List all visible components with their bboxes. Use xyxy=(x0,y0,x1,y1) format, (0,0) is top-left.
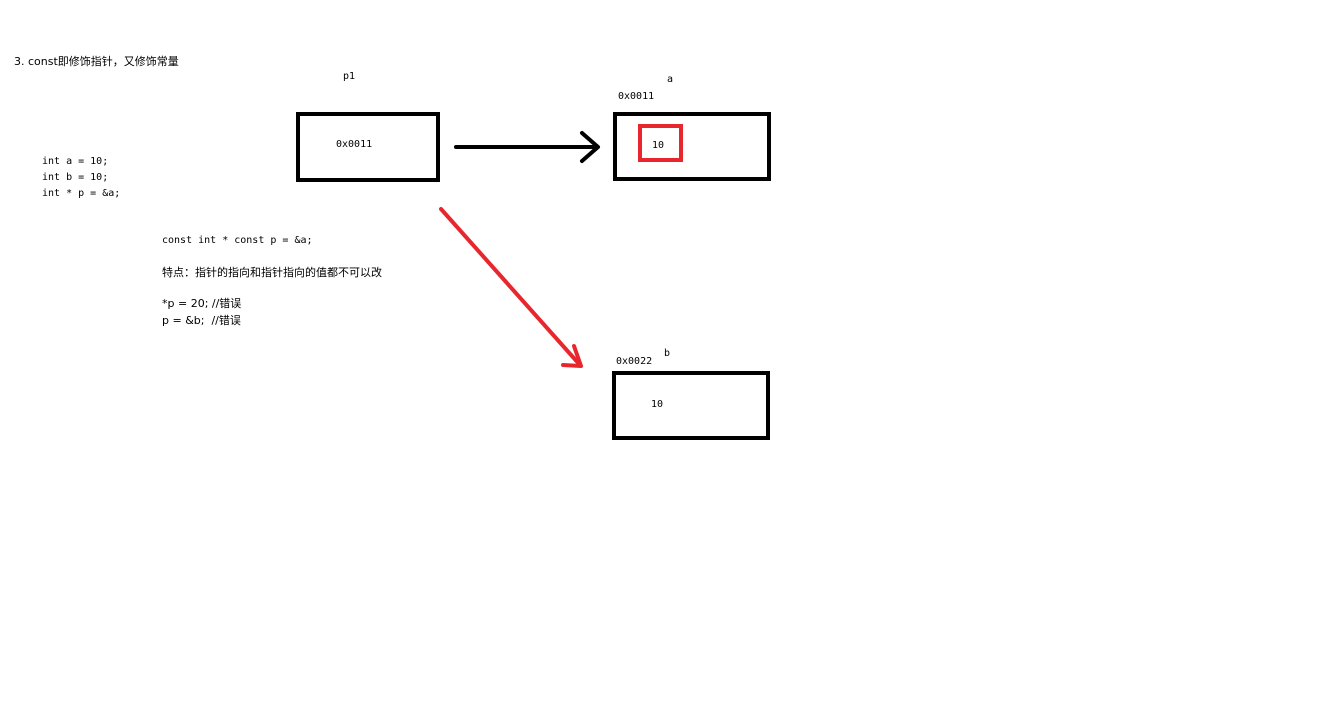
pointer-box xyxy=(296,112,440,182)
box-b-address: 0x0022 xyxy=(616,356,653,367)
error-line-1: *p = 20; //错误 xyxy=(162,297,242,310)
box-b-name-label: b xyxy=(664,348,671,359)
box-a-value: 10 xyxy=(652,140,665,151)
section-heading: 3. const即修饰指针，又修饰常量 xyxy=(14,55,179,68)
declaration-p: int * p = &a; xyxy=(42,188,121,199)
pointer-name-label: p1 xyxy=(343,71,356,82)
declaration-b: int b = 10; xyxy=(42,172,109,183)
box-a-address: 0x0011 xyxy=(618,91,655,102)
pointer-value: 0x0011 xyxy=(336,139,373,150)
error-line-2: p = &b; //错误 xyxy=(162,314,241,327)
box-b-value: 10 xyxy=(651,399,664,410)
feature-text: 特点：指针的指向和指针指向的值都不可以改 xyxy=(162,266,382,279)
box-a-value-highlight xyxy=(638,124,683,162)
red-arrow xyxy=(439,207,583,368)
const-pointer-code: const int * const p = &a; xyxy=(162,235,313,246)
box-b xyxy=(612,371,770,440)
box-a-name-label: a xyxy=(667,74,674,85)
declaration-a: int a = 10; xyxy=(42,156,109,167)
black-arrow xyxy=(454,131,600,163)
